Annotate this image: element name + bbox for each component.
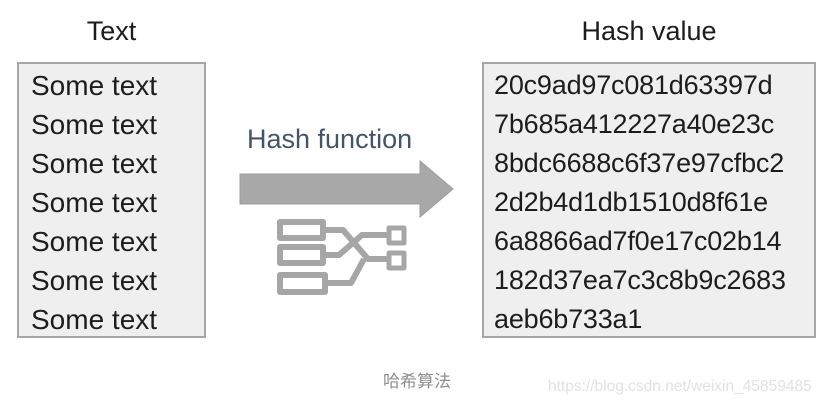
hash-line: aeb6b733a1 xyxy=(494,304,643,334)
right-arrow-icon xyxy=(239,159,454,219)
text-line: Some text xyxy=(31,148,158,179)
hash-function-label: Hash function xyxy=(247,124,413,154)
hash-line: 8bdc6688c6f37e97cfbc2 xyxy=(494,148,785,178)
hash-value-box: 20c9ad97c081d63397d 7b685a412227a40e23c 8b… xyxy=(482,62,816,338)
text-line: Some text xyxy=(31,187,158,218)
hash-line: 2d2b4d1db1510d8f61e xyxy=(494,187,768,217)
hash-value-panel-title: Hash value xyxy=(581,16,717,46)
text-line: Some text xyxy=(31,70,158,101)
text-panel-title: Text xyxy=(86,16,137,46)
text-line: Some text xyxy=(31,265,158,296)
hash-line: 6a8866ad7f0e17c02b14 xyxy=(494,226,782,256)
hash-line: 182d37ea7c3c8b9c2683 xyxy=(494,265,786,295)
hash-mapping-icon xyxy=(277,219,407,295)
hash-line: 7b685a412227a40e23c xyxy=(494,109,774,139)
text-line: Some text xyxy=(31,226,158,257)
caption-hash-algorithm: 哈希算法 xyxy=(383,372,451,391)
watermark-url: https://blog.csdn.net/weixin_45859485 xyxy=(548,378,812,395)
text-line: Some text xyxy=(31,109,158,140)
hash-line: 20c9ad97c081d63397d xyxy=(494,70,773,100)
text-line: Some text xyxy=(31,304,158,335)
